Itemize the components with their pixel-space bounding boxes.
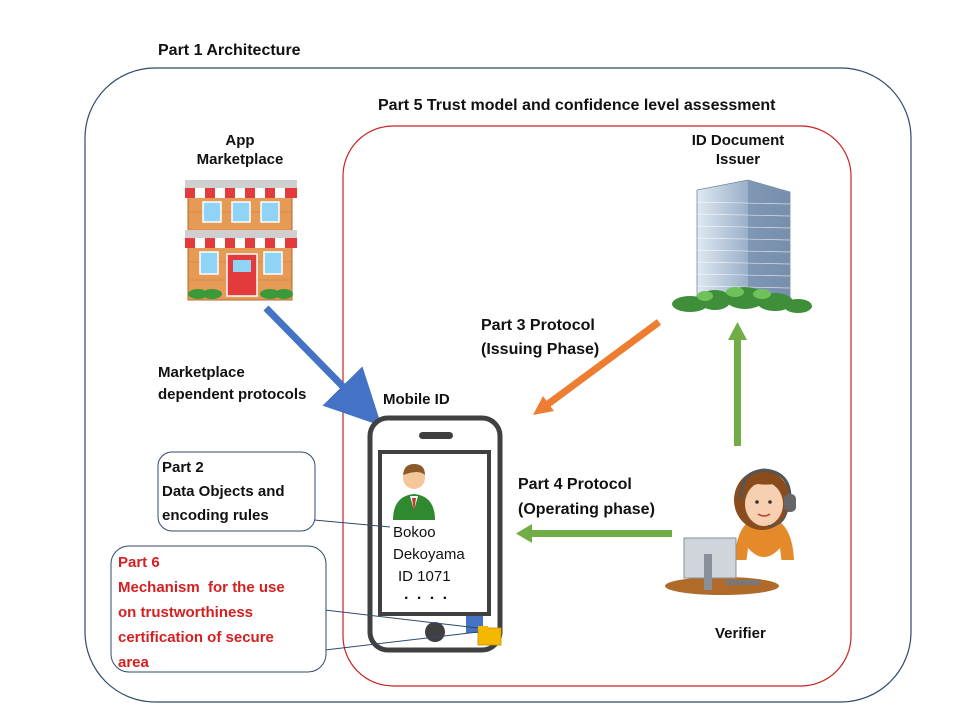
part2-connector [313, 519, 391, 528]
marketplace-protocols-label: Marketplace dependent protocols [158, 364, 307, 403]
marketplace-label: App Marketplace [196, 132, 284, 168]
part6-callout-text: Part 6 Mechanism for the use on trustwor… [118, 554, 285, 671]
trust-model-title: Part 5 Trust model and confidence level … [378, 97, 776, 114]
smartphone-icon [367, 415, 503, 653]
mobile-id-label: Mobile ID [383, 391, 450, 408]
verifier-to-issuer-arrow [728, 322, 747, 446]
verifier-label: Verifier [715, 625, 766, 642]
phone-name-last: Dekoyama [393, 546, 465, 563]
part4-protocol-label: Part 4 Protocol (Operating phase) [518, 476, 655, 518]
phone-id-number: ID 1071 [398, 568, 451, 585]
phone-name-first: Bokoo [393, 524, 436, 541]
office-tower-icon [672, 179, 812, 313]
operating-phase-arrow [516, 524, 672, 543]
part3-protocol-label: Part 3 Protocol (Issuing Phase) [481, 317, 600, 358]
phone-screen-text: Bokoo Dekoyama ID 1071 [393, 522, 465, 588]
part2-callout-box [157, 451, 316, 532]
part6-connector-1 [324, 609, 479, 629]
secure-element-icon [466, 616, 502, 646]
part6-callout-box [110, 545, 327, 673]
architecture-title: Part 1 Architecture [158, 42, 301, 59]
part2-callout-text: Part 2 Data Objects and encoding rules [162, 459, 285, 524]
user-avatar-icon [393, 464, 435, 520]
part6-connector-2 [324, 631, 479, 651]
architecture-boundary [84, 67, 912, 703]
operator-headset-icon [665, 468, 796, 595]
marketplace-protocol-arrow [263, 305, 382, 427]
store-icon [185, 180, 297, 301]
phone-ellipsis: . . . . [404, 586, 450, 603]
issuer-label: ID Document Issuer [691, 132, 785, 168]
issuing-phase-arrow [533, 319, 662, 415]
